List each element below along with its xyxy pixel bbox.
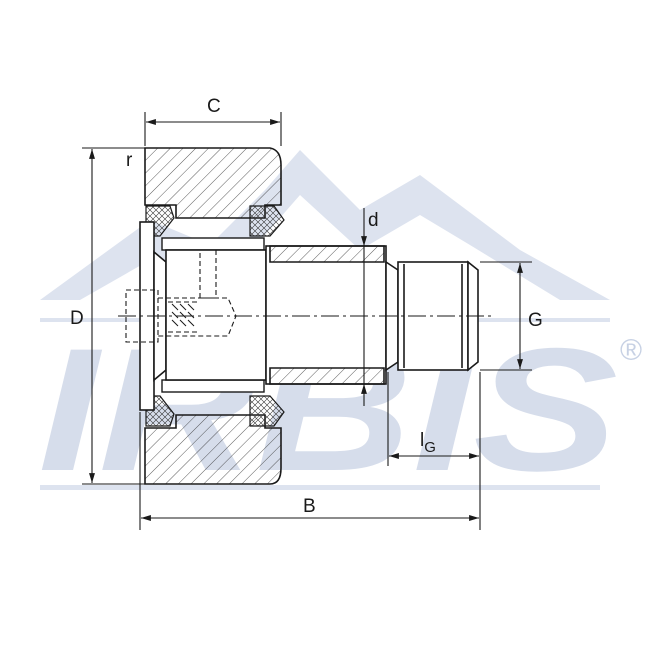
label-D: D: [70, 308, 84, 329]
label-lG-sub: G: [424, 439, 436, 456]
label-C: C: [207, 96, 221, 117]
thread-detail: [171, 303, 195, 327]
label-G: G: [528, 310, 543, 331]
dimension-G: [480, 261, 532, 371]
label-lG: lG: [420, 430, 436, 456]
label-lG-main: l: [420, 430, 424, 451]
registered-mark: ®: [620, 334, 642, 367]
label-B: B: [303, 496, 316, 517]
outer-ring: [144, 147, 282, 485]
dimension-lG: [387, 372, 481, 530]
needle-rollers: [161, 237, 265, 393]
label-d: d: [368, 210, 379, 231]
dimension-D: [82, 147, 145, 485]
dimension-B: [139, 412, 479, 530]
label-r: r: [126, 150, 133, 171]
stud-bolt: [165, 245, 479, 385]
dimension-C: [144, 112, 282, 146]
